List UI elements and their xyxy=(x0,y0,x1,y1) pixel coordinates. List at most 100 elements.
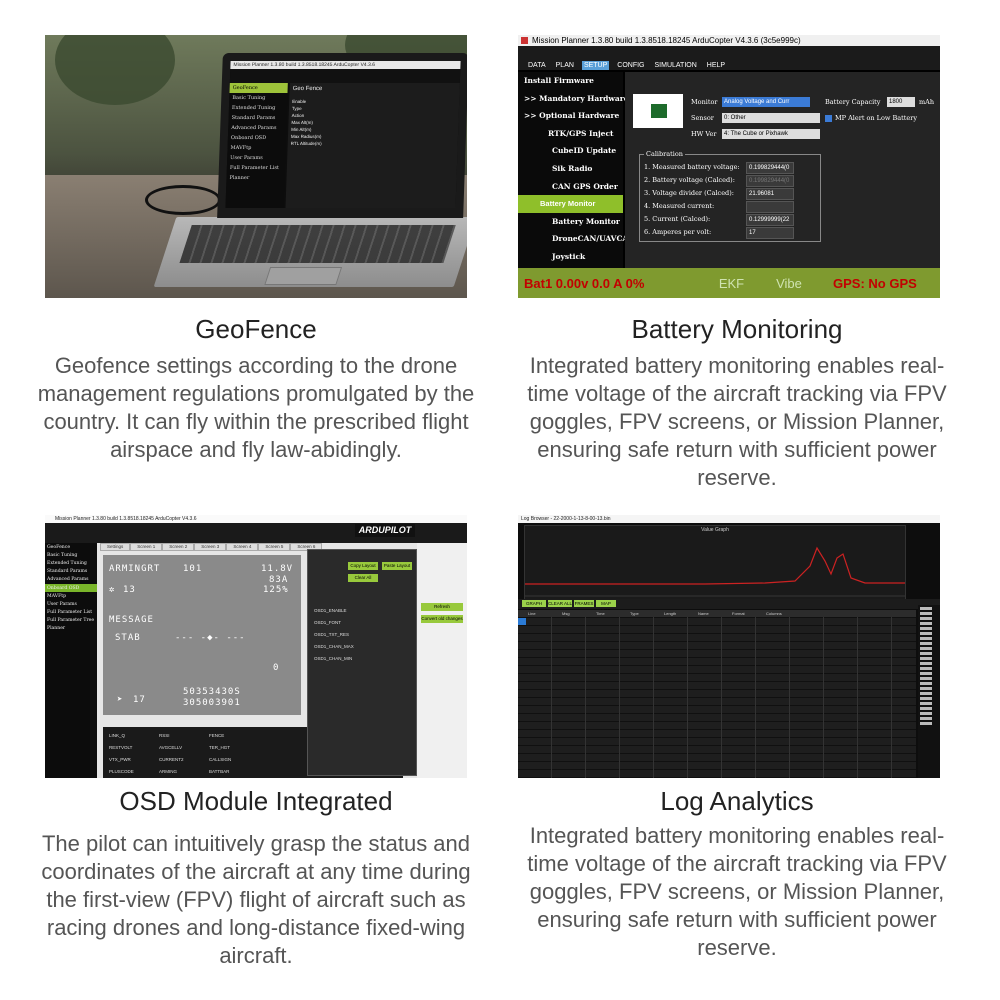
sidebar-item[interactable]: MAVFtp xyxy=(47,593,67,599)
feature-description: The pilot can intuitively grasp the stat… xyxy=(41,831,471,968)
sidebar-item[interactable]: Install Firmware xyxy=(524,76,594,85)
tab-screen[interactable]: Screen 6 xyxy=(290,543,323,551)
sidebar-item[interactable]: Basic Tuning xyxy=(232,95,266,101)
sidebar-item[interactable]: Standard Params xyxy=(231,115,276,121)
sidebar-item[interactable]: Full Parameter List xyxy=(229,165,280,171)
osd-item-checkbox[interactable]: VTX_PWR xyxy=(109,757,131,762)
option-row[interactable]: OSD1_ENABLE xyxy=(314,608,347,613)
tab-screen[interactable]: Screen 1 xyxy=(130,543,163,551)
sensor-select[interactable]: 0: Other xyxy=(722,113,820,123)
osd-preview[interactable]: ARMINGRT 101 11.8V 83A ✲ 13 125% MESSAGE… xyxy=(103,555,301,715)
sidebar-item-onboard-osd[interactable]: Onboard OSD xyxy=(45,583,97,593)
feature-description: Geofence settings according to the drone… xyxy=(37,353,475,462)
map-log-button[interactable]: MAP LOG xyxy=(596,600,616,613)
osd-message: MESSAGE xyxy=(109,615,154,625)
sidebar-item[interactable]: GeoFence xyxy=(229,83,288,93)
osd-item-checkbox[interactable]: CURRENT2 xyxy=(159,757,184,762)
field-label: Max Radius(m) xyxy=(290,134,322,139)
tab-settings[interactable]: Settings xyxy=(100,543,131,551)
toolbar-config-button[interactable]: CONFIG xyxy=(617,62,645,69)
sidebar-item[interactable]: User Params xyxy=(47,601,77,607)
log-table[interactable]: Line Msg Time Type Length Name Format Co… xyxy=(518,610,916,778)
toolbar-setup-button[interactable]: SETUP xyxy=(581,61,610,70)
hwver-select[interactable]: 4: The Cube or Pixhawk xyxy=(722,129,820,139)
sidebar-item-battery-monitor[interactable]: Battery Monitor xyxy=(518,195,623,213)
sidebar-item[interactable]: Extended Tuning xyxy=(231,105,276,111)
paste-layout-button[interactable]: Paste Layout xyxy=(382,562,412,570)
osd-item-checkbox[interactable]: FENCE xyxy=(209,733,225,738)
sidebar-item[interactable]: Planner xyxy=(229,175,250,181)
capacity-input[interactable]: 1800 xyxy=(887,97,915,107)
calibration-input[interactable]: 0.199829444(0 xyxy=(746,162,794,174)
toolbar-data-button[interactable]: DATA xyxy=(528,62,546,69)
clear-all-button[interactable]: CLEAR ALL xyxy=(548,600,573,607)
osd-speed: 17 xyxy=(133,695,146,705)
tab-screen[interactable]: Screen 4 xyxy=(226,543,259,551)
calibration-input[interactable]: 17 xyxy=(746,227,794,239)
sidebar-item[interactable]: GeoFence xyxy=(47,544,71,550)
option-row[interactable]: OSD1_FONT xyxy=(314,620,342,625)
laptop-keyboard-base xyxy=(153,217,467,287)
sidebar-item[interactable]: RTK/GPS Inject xyxy=(548,128,614,138)
tab-screen[interactable]: Screen 3 xyxy=(194,543,227,551)
graph-this-button[interactable]: GRAPH THIS xyxy=(522,600,546,613)
sidebar-item[interactable]: Onboard OSD xyxy=(230,135,267,141)
sidebar-item[interactable]: Advanced Params xyxy=(231,125,277,131)
sidebar-item[interactable]: CAN GPS Order xyxy=(552,181,618,191)
osd-item-checkbox[interactable]: RSSI xyxy=(159,733,170,738)
sidebar-item[interactable]: User Params xyxy=(230,155,263,161)
tab-screen[interactable]: Screen 5 xyxy=(258,543,291,551)
sidebar-item[interactable]: Full Parameter List xyxy=(47,610,93,616)
sidebar-item[interactable]: DroneCAN/UAVCAN xyxy=(552,234,636,244)
tab-screen[interactable]: Screen 2 xyxy=(162,543,195,551)
sidebar-item[interactable]: Planner xyxy=(47,626,66,632)
copy-layout-button[interactable]: Copy Layout xyxy=(348,562,378,570)
sidebar-item[interactable]: Standard Params xyxy=(47,569,88,575)
option-row[interactable]: OSD1_CHAN_MIN xyxy=(314,656,353,661)
sidebar-item[interactable]: Extended Tuning xyxy=(47,560,87,566)
sidebar-item[interactable]: Advanced Params xyxy=(47,577,89,583)
osd-item-checkbox[interactable]: ARMING xyxy=(159,769,177,774)
sidebar-item[interactable]: Sik Radio xyxy=(552,163,593,173)
sidebar-item[interactable]: Full Parameter Tree xyxy=(47,618,95,624)
status-bar: Bat1 0.00v 0.0 A 0% EKF Vibe GPS: No GPS xyxy=(518,268,940,298)
toolbar-help-button[interactable]: HELP xyxy=(706,62,726,69)
sidebar-item[interactable]: Basic Tuning xyxy=(47,552,78,558)
log-browser-screen: Log Browser - 22-2000-1-13-8-00-13.bin V… xyxy=(518,515,940,778)
refresh-button[interactable]: Refresh xyxy=(421,603,463,611)
toolbar-simulation-button[interactable]: SIMULATION xyxy=(654,62,697,69)
calibration-input[interactable] xyxy=(746,201,794,213)
monitor-select[interactable]: Analog Voltage and Curr xyxy=(722,97,810,107)
osd-item-checkbox[interactable]: BATTBAR xyxy=(209,769,230,774)
message-tree[interactable] xyxy=(918,605,940,778)
geofence-sidebar: GeoFence Basic Tuning Extended Tuning St… xyxy=(225,83,288,208)
osd-item-checkbox[interactable]: CALLSIGN xyxy=(209,757,232,762)
sidebar-item[interactable]: >> Optional Hardware xyxy=(524,111,620,121)
alert-checkbox[interactable] xyxy=(825,115,832,122)
option-row[interactable]: OSD1_TXT_RES xyxy=(314,632,350,637)
convert-button[interactable]: Convert old changes xyxy=(421,615,463,623)
vibe-status[interactable]: Vibe xyxy=(776,275,802,291)
sidebar-item[interactable]: Battery Monitor xyxy=(552,216,620,226)
calibration-input[interactable]: 0.12999999(22 xyxy=(746,214,794,226)
option-row[interactable]: OSD1_CHAN_MAX xyxy=(314,644,354,649)
osd-item-checkbox[interactable]: TER_HGT xyxy=(209,745,231,750)
osd-item-checkbox[interactable]: RESTVOLT xyxy=(109,745,133,750)
sidebar-item[interactable]: Joystick xyxy=(552,251,586,261)
capacity-unit: mAh xyxy=(919,98,935,106)
clear-all-button[interactable]: Clear All xyxy=(348,574,378,582)
frames-button[interactable]: FRAMES xyxy=(574,600,594,607)
sidebar-item[interactable]: CubeID Update xyxy=(552,146,617,156)
sidebar-item[interactable]: MAVFtp xyxy=(230,145,252,151)
osd-item-checkbox[interactable]: AVGCELLV xyxy=(159,745,183,750)
ekf-status[interactable]: EKF xyxy=(718,275,745,291)
osd-item-checkbox[interactable]: LINK_Q xyxy=(109,733,126,738)
sidebar-item[interactable]: >> Mandatory Hardware xyxy=(524,93,629,103)
selected-row-marker xyxy=(518,618,526,625)
osd-item-checkbox[interactable]: PLUSCODE xyxy=(109,769,134,774)
osd-satellites: 13 xyxy=(123,585,136,595)
toolbar-plan-button[interactable]: PLAN xyxy=(555,62,574,69)
feature-description: Integrated battery monitoring enables re… xyxy=(527,823,947,960)
calibration-input[interactable]: 21.96081 xyxy=(746,188,794,200)
value-graph[interactable]: Value Graph xyxy=(524,525,906,601)
